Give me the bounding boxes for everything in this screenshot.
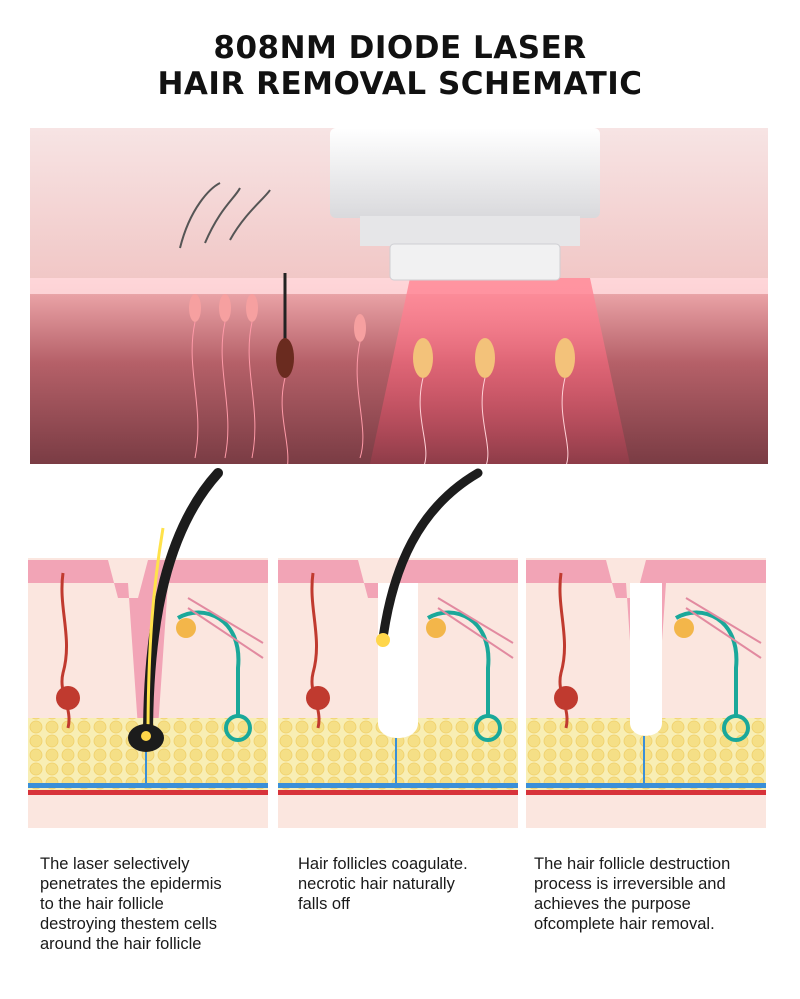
caption-line: necrotic hair naturally <box>298 875 455 893</box>
loose-hairs <box>179 182 271 249</box>
caption-line: The hair follicle destruction <box>534 855 731 873</box>
caption-line: destroying thestem cells <box>40 915 217 933</box>
caption-stage-3: The hair follicle destruction process is… <box>534 854 730 934</box>
caption-line: around the hair follicle <box>40 935 202 953</box>
caption-line: to the hair follicle <box>40 895 164 913</box>
caption-line: achieves the purpose <box>534 895 691 913</box>
caption-line: ofcomplete hair removal. <box>534 915 715 933</box>
caption-line: The laser selectively <box>40 855 190 873</box>
stage-3-diagram <box>526 468 766 828</box>
laser-beam <box>370 278 630 464</box>
stage-2-diagram <box>278 468 518 828</box>
caption-line: process is irreversible and <box>534 875 726 893</box>
laser-treatment-illustration <box>30 128 768 464</box>
hero-follicles <box>189 273 575 464</box>
page-title-line-2: HAIR REMOVAL SCHEMATIC <box>157 66 643 102</box>
caption-line: penetrates the epidermis <box>40 875 222 893</box>
hair-shaft <box>378 468 483 643</box>
stage-1-diagram <box>28 468 268 828</box>
page-title-line-1: 808NM DIODE LASER <box>213 30 587 66</box>
caption-line: falls off <box>298 895 350 913</box>
caption-line: Hair follicles coagulate. <box>298 855 468 873</box>
caption-stage-1: The laser selectively penetrates the epi… <box>40 854 222 954</box>
laser-handpiece <box>330 128 600 281</box>
caption-stage-2: Hair follicles coagulate. necrotic hair … <box>298 854 468 914</box>
